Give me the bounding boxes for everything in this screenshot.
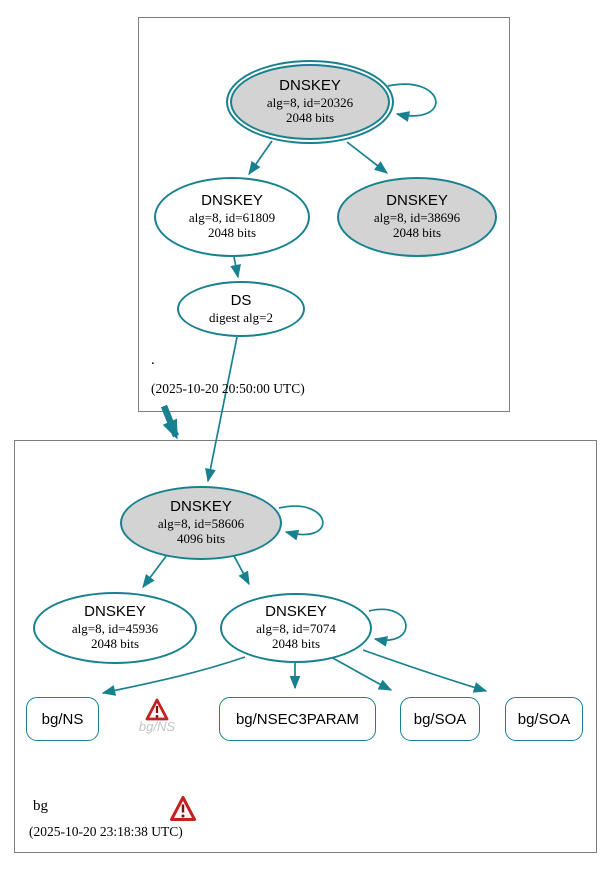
node-rrset-bg-ns[interactable]: bg/NS (26, 697, 99, 741)
node-title: DNSKEY (386, 192, 448, 210)
rrset-label: bg/NS (41, 710, 84, 728)
node-detail: alg=8, id=61809 (188, 210, 276, 226)
node-title: DS (230, 291, 252, 309)
rrset-label: bg/SOA (413, 710, 467, 728)
node-dnskey-7074[interactable]: DNSKEY alg=8, id=7074 2048 bits (220, 593, 372, 663)
ksk-inner-ring (230, 64, 390, 140)
rrset-label: bg/SOA (517, 710, 571, 728)
node-dnskey-45936[interactable]: DNSKEY alg=8, id=45936 2048 bits (33, 592, 197, 664)
node-detail: 2048 bits (207, 225, 257, 241)
node-title: DNSKEY (265, 603, 327, 621)
node-title: DNSKEY (279, 77, 341, 95)
node-detail: digest alg=2 (208, 309, 274, 325)
node-rrset-bg-nsec3param[interactable]: bg/NSEC3PARAM (219, 697, 376, 741)
node-detail: 2048 bits (271, 636, 321, 652)
node-detail: alg=8, id=20326 (266, 95, 354, 111)
zone-label-root: . (151, 352, 155, 368)
node-title: DNSKEY (201, 192, 263, 210)
node-dnskey-58606[interactable]: DNSKEY alg=8, id=58606 4096 bits (120, 486, 282, 560)
node-detail: alg=8, id=7074 (256, 621, 336, 637)
node-title: DNSKEY (170, 498, 232, 516)
node-rrset-bg-soa-2[interactable]: bg/SOA (505, 697, 583, 741)
node-detail: alg=8, id=38696 (373, 210, 461, 226)
node-detail: alg=8, id=58606 (157, 516, 245, 532)
node-ds[interactable]: DS digest alg=2 (177, 281, 305, 337)
node-rrset-bg-soa-1[interactable]: bg/SOA (400, 697, 480, 741)
node-dnskey-38696[interactable]: DNSKEY alg=8, id=38696 2048 bits (337, 177, 497, 257)
node-detail: alg=8, id=45936 (71, 621, 159, 637)
node-dnskey-61809[interactable]: DNSKEY alg=8, id=61809 2048 bits (154, 177, 310, 257)
node-detail: 2048 bits (90, 636, 140, 652)
zone-label-bg: bg (33, 798, 48, 814)
node-dnskey-20326[interactable]: DNSKEY alg=8, id=20326 2048 bits (226, 60, 394, 144)
zone-timestamp-root: (2025-10-20 20:50:00 UTC) (151, 381, 305, 396)
node-detail: 2048 bits (285, 110, 335, 126)
node-detail: 4096 bits (176, 531, 226, 547)
warning-ghost-label-ns: bg/NS (138, 719, 176, 734)
zone-timestamp-bg: (2025-10-20 23:18:38 UTC) (29, 824, 183, 839)
node-title: DNSKEY (84, 603, 146, 621)
node-detail: 2048 bits (392, 225, 442, 241)
rrset-label: bg/NSEC3PARAM (235, 710, 360, 728)
